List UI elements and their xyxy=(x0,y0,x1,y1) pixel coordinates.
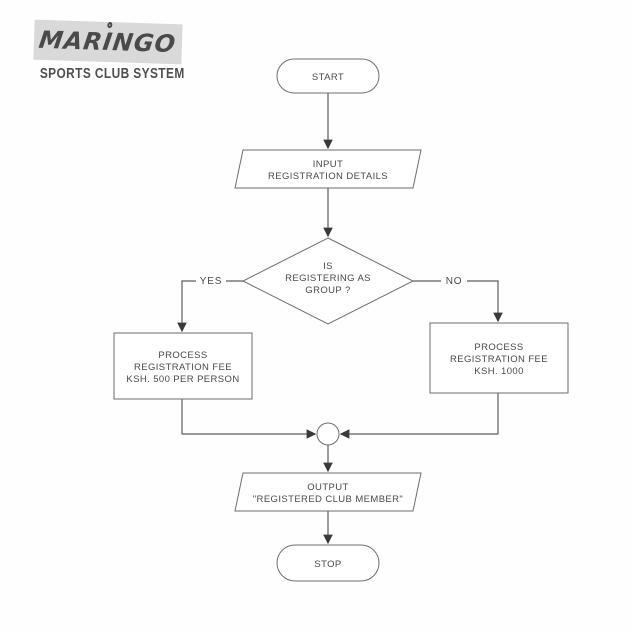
node-output xyxy=(234,472,422,512)
node-output-line1: OUTPUT xyxy=(307,482,348,493)
node-stop-label: STOP xyxy=(314,559,341,570)
node-process-individual-line3: KSH. 1000 xyxy=(474,366,524,377)
node-process-individual-line1: PROCESS xyxy=(474,342,523,353)
node-input-line1: INPUT xyxy=(313,159,344,170)
node-process-individual xyxy=(429,322,569,394)
node-decision-line3: GROUP ? xyxy=(305,285,350,296)
yes-label-bg xyxy=(196,273,226,288)
node-process-group-line2: REGISTRATION FEE xyxy=(134,362,232,373)
node-process-group xyxy=(113,332,253,400)
yes-label: YES xyxy=(200,276,222,287)
node-start-label: START xyxy=(312,72,344,83)
node-decision-line2: REGISTERING AS xyxy=(285,273,371,284)
node-input xyxy=(234,149,422,189)
node-decision-line1: IS xyxy=(323,261,333,272)
no-label-bg xyxy=(441,273,467,288)
node-output-line2: "REGISTERED CLUB MEMBER" xyxy=(253,494,403,505)
node-start xyxy=(276,58,380,94)
edge-right-to-merge xyxy=(339,393,499,439)
node-decision xyxy=(241,237,415,325)
node-stop xyxy=(276,544,380,582)
edge-decision-yes xyxy=(177,280,243,333)
node-process-individual-line2: REGISTRATION FEE xyxy=(450,354,548,365)
node-merge-connector xyxy=(316,422,340,446)
edge-left-to-merge xyxy=(181,399,317,439)
node-process-group-line3: KSH. 500 PER PERSON xyxy=(126,374,239,385)
logo-subtitle: SPORTS CLUB SYSTEM xyxy=(39,66,185,82)
no-label: NO xyxy=(446,276,463,287)
node-input-line2: REGISTRATION DETAILS xyxy=(268,171,388,182)
node-process-group-line1: PROCESS xyxy=(158,350,207,361)
